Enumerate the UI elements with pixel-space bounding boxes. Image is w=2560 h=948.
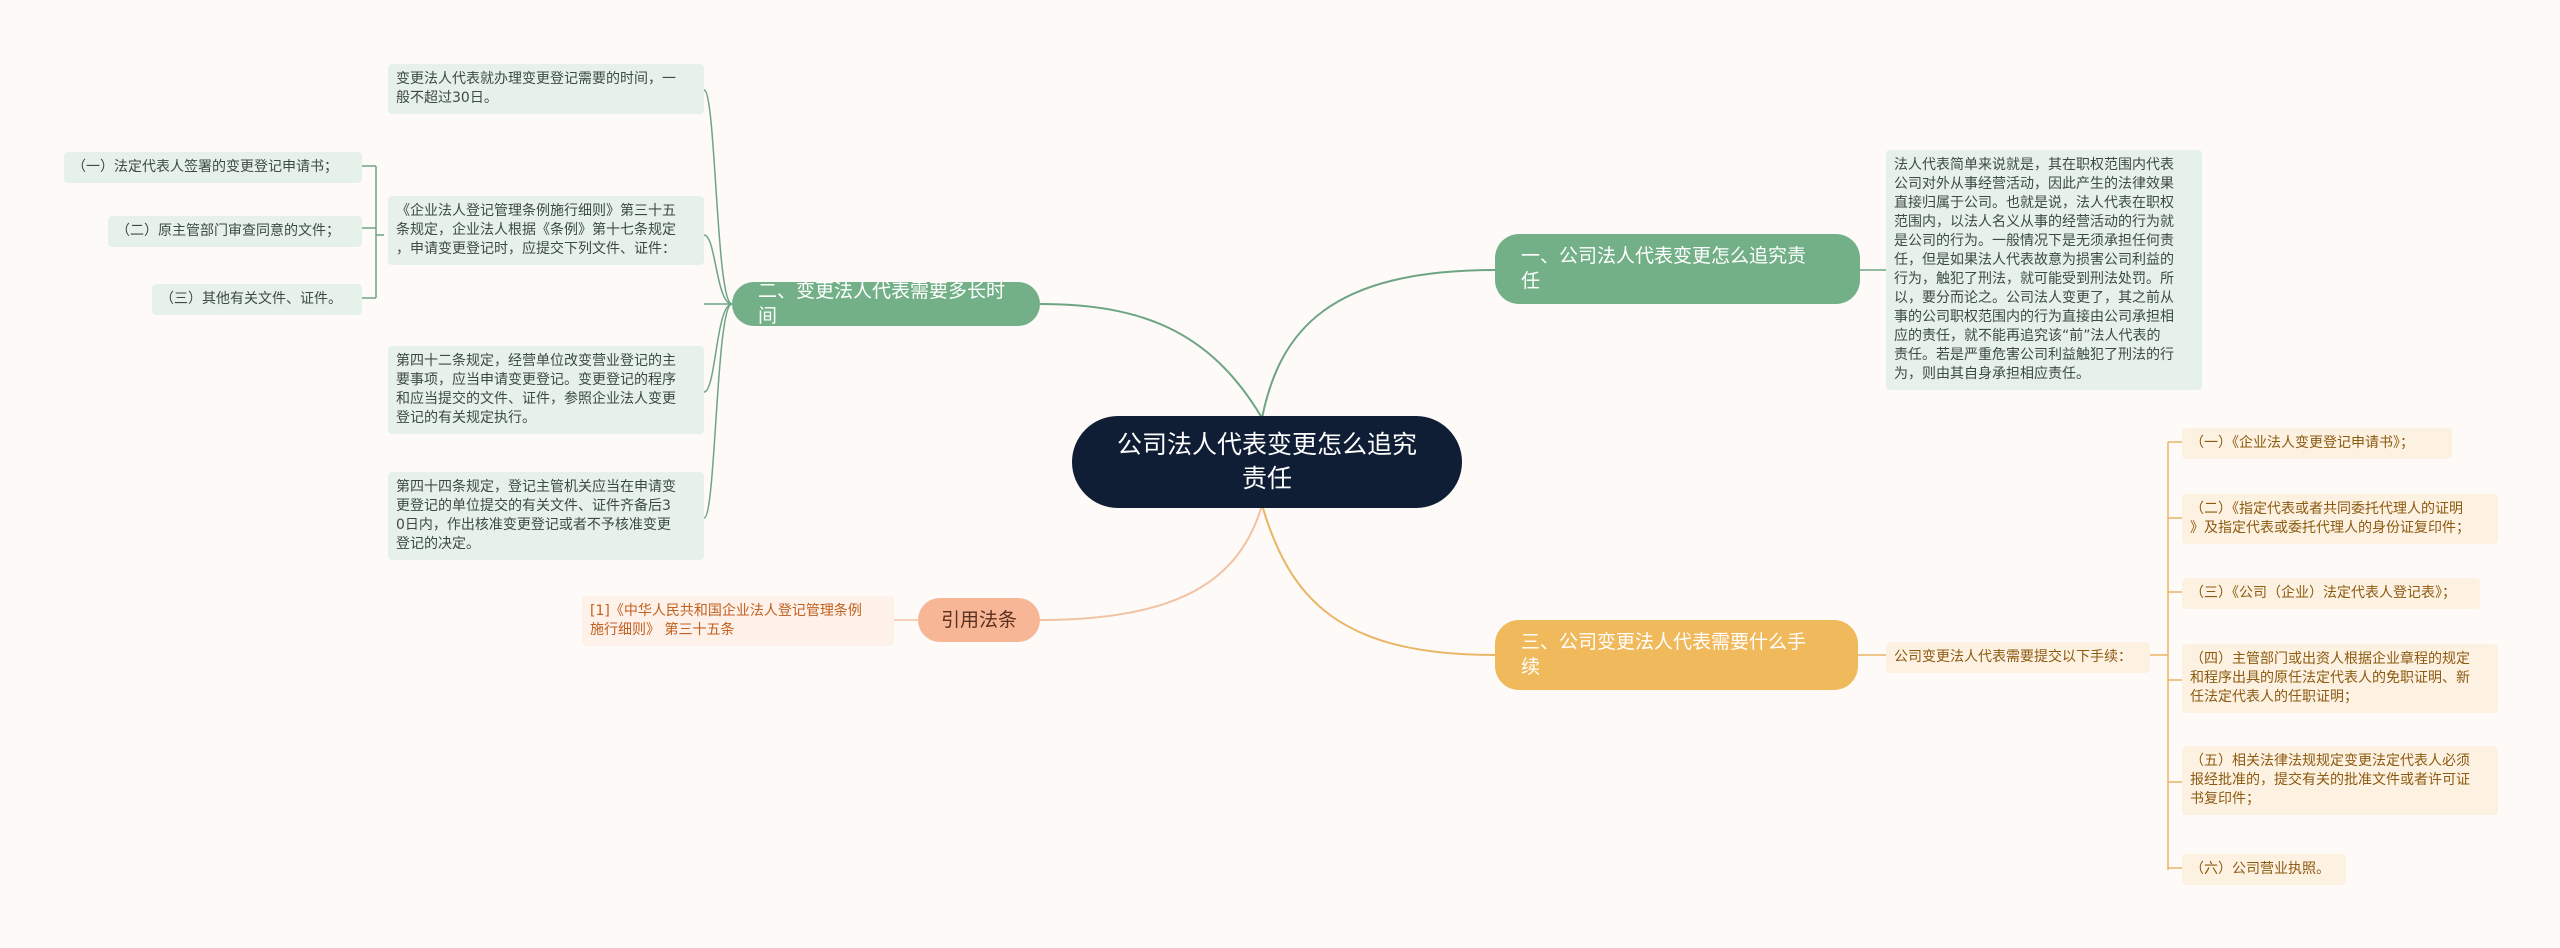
text-line: 施行细则》 第三十五条 bbox=[590, 622, 735, 638]
branch-reference-label: 引用法条 bbox=[940, 608, 1017, 631]
text-line: 为，则由其自身承担相应责任。 bbox=[1894, 366, 2090, 382]
leaf-item-application[interactable]: （一）法定代表人签署的变更登记申请书； bbox=[64, 152, 362, 183]
text-line: 直接归属于公司。也就是说，法人代表在职权 bbox=[1894, 195, 2174, 211]
text-line: 要事项，应当申请变更登记。变更登记的程序 bbox=[396, 372, 676, 388]
text-line: 条规定，企业法人根据《条例》第十七条规定 bbox=[396, 222, 676, 238]
text-line: 》及指定代表或委托代理人的身份证复印件； bbox=[2190, 520, 2470, 536]
edge-root-duration bbox=[1039, 303, 1263, 419]
text-line: 以，要分而论之。公司法人变更了，其之前从 bbox=[1894, 290, 2174, 306]
leaf-procedure-item-3[interactable]: （三）《公司（企业）法定代表人登记表》； bbox=[2182, 578, 2480, 609]
text-line: （一）《企业法人变更登记申请书》； bbox=[2190, 435, 2414, 451]
leaf-item-other[interactable]: （三）其他有关文件、证件。 bbox=[152, 284, 362, 315]
leaf-duration-article42[interactable]: 第四十二条规定，经营单位改变营业登记的主 要事项，应当申请变更登记。变更登记的程… bbox=[388, 346, 704, 434]
text-line: 书复印件； bbox=[2190, 791, 2260, 807]
text-line: 第四十四条规定，登记主管机关应当在申请变 bbox=[396, 479, 676, 495]
branch-liability-label: 一、公司法人代表变更怎么追究责 任 bbox=[1521, 244, 1806, 294]
text-line: 三、公司变更法人代表需要什么手 bbox=[1521, 631, 1807, 653]
text-line: （五）相关法律法规规定变更法定代表人必须 bbox=[2190, 753, 2470, 769]
text-line: 任法定代表人的任职证明； bbox=[2190, 689, 2358, 705]
text-line: 《企业法人登记管理条例施行细则》第三十五 bbox=[396, 203, 676, 219]
leaf-item-approval[interactable]: （二）原主管部门审查同意的文件； bbox=[108, 216, 362, 247]
text-line: 般不超过30日。 bbox=[396, 90, 498, 106]
branch-liability[interactable]: 一、公司法人代表变更怎么追究责 任 bbox=[1495, 234, 1860, 304]
text-line: 责任。若是严重危害公司利益触犯了刑法的行 bbox=[1894, 347, 2174, 363]
leaf-procedure-item-6[interactable]: （六）公司营业执照。 bbox=[2182, 854, 2346, 885]
leaf-procedure-item-2[interactable]: （二）《指定代表或者共同委托代理人的证明 》及指定代表或委托代理人的身份证复印件… bbox=[2182, 494, 2498, 544]
text-line: 登记的有关规定执行。 bbox=[396, 410, 536, 426]
text-line: （四）主管部门或出资人根据企业章程的规定 bbox=[2190, 651, 2470, 667]
text-line: 第四十二条规定，经营单位改变营业登记的主 bbox=[396, 353, 676, 369]
text-line: ，申请变更登记时，应提交下列文件、证件： bbox=[396, 241, 676, 257]
text-line: （一）法定代表人签署的变更登记申请书； bbox=[72, 159, 338, 175]
text-line: 0日内，作出核准变更登记或者不予核准变更 bbox=[396, 517, 671, 533]
text-line: （三）其他有关文件、证件。 bbox=[160, 291, 342, 307]
text-line: 是公司的行为。一般情况下是无须承担任何责 bbox=[1894, 233, 2174, 249]
branch-reference[interactable]: 引用法条 bbox=[918, 598, 1040, 642]
edge-root-liability bbox=[1261, 269, 1496, 419]
text-line: 和应当提交的文件、证件，参照企业法人变更 bbox=[396, 391, 676, 407]
leaf-procedure-item-4[interactable]: （四）主管部门或出资人根据企业章程的规定 和程序出具的原任法定代表人的免职证明、… bbox=[2182, 644, 2498, 713]
text-line: 应的责任，就不能再追究该“前”法人代表的 bbox=[1894, 328, 2161, 344]
root-title: 公司法人代表变更怎么追究责任 bbox=[1116, 430, 1417, 493]
text-line: （二）《指定代表或者共同委托代理人的证明 bbox=[2190, 501, 2463, 517]
text-line: 和程序出具的原任法定代表人的免职证明、新 bbox=[2190, 670, 2470, 686]
leaf-duration-time[interactable]: 变更法人代表就办理变更登记需要的时间，一 般不超过30日。 bbox=[388, 64, 704, 114]
text-line: 报经批准的，提交有关的批准文件或者许可证 bbox=[2190, 772, 2470, 788]
leaf-liability-explanation[interactable]: 法人代表简单来说就是，其在职权范围内代表 公司对外从事经营活动，因此产生的法律效… bbox=[1886, 150, 2202, 390]
text-line: 公司变更法人代表需要提交以下手续： bbox=[1894, 649, 2132, 665]
branch-duration[interactable]: 二、变更法人代表需要多长时间 bbox=[732, 280, 1040, 327]
leaf-reference-law[interactable]: [1]《中华人民共和国企业法人登记管理条例 施行细则》 第三十五条 bbox=[582, 596, 894, 646]
text-line: 任 bbox=[1521, 270, 1541, 292]
text-line: （三）《公司（企业）法定代表人登记表》； bbox=[2190, 585, 2456, 601]
text-line: [1]《中华人民共和国企业法人登记管理条例 bbox=[590, 603, 862, 619]
text-line: 续 bbox=[1521, 656, 1541, 678]
leaf-duration-article35[interactable]: 《企业法人登记管理条例施行细则》第三十五 条规定，企业法人根据《条例》第十七条规… bbox=[388, 196, 704, 265]
root-topic[interactable]: 公司法人代表变更怎么追究责任 bbox=[1072, 416, 1462, 508]
branch-procedure[interactable]: 三、公司变更法人代表需要什么手 续 bbox=[1495, 620, 1858, 690]
leaf-procedure-intro[interactable]: 公司变更法人代表需要提交以下手续： bbox=[1886, 642, 2150, 673]
leaf-duration-article44[interactable]: 第四十四条规定，登记主管机关应当在申请变 更登记的单位提交的有关文件、证件齐备后… bbox=[388, 472, 704, 560]
text-line: 事的公司职权范围内的行为直接由公司承担相 bbox=[1894, 309, 2174, 325]
text-line: 行为，触犯了刑法，就可能受到刑法处罚。所 bbox=[1894, 271, 2174, 287]
edge-root-procedure bbox=[1261, 504, 1496, 656]
text-line: 范围内，以法人名义从事的经营活动的行为就 bbox=[1894, 214, 2174, 230]
edge-root-reference bbox=[1039, 504, 1263, 621]
leaf-procedure-item-5[interactable]: （五）相关法律法规规定变更法定代表人必须 报经批准的，提交有关的批准文件或者许可… bbox=[2182, 746, 2498, 815]
text-line: （二）原主管部门审查同意的文件； bbox=[116, 223, 340, 239]
text-line: 法人代表简单来说就是，其在职权范围内代表 bbox=[1894, 157, 2174, 173]
branch-procedure-label: 三、公司变更法人代表需要什么手 续 bbox=[1521, 630, 1806, 680]
text-line: 更登记的单位提交的有关文件、证件齐备后3 bbox=[396, 498, 671, 514]
branch-duration-label: 二、变更法人代表需要多长时间 bbox=[758, 280, 1006, 327]
text-line: 任，但是如果法人代表故意为损害公司利益的 bbox=[1894, 252, 2174, 268]
text-line: （六）公司营业执照。 bbox=[2190, 861, 2330, 877]
text-line: 公司对外从事经营活动，因此产生的法律效果 bbox=[1894, 176, 2174, 192]
text-line: 变更法人代表就办理变更登记需要的时间，一 bbox=[396, 71, 676, 87]
leaf-procedure-item-1[interactable]: （一）《企业法人变更登记申请书》； bbox=[2182, 428, 2452, 459]
text-line: 登记的决定。 bbox=[396, 536, 480, 552]
text-line: 一、公司法人代表变更怎么追究责 bbox=[1521, 245, 1807, 267]
